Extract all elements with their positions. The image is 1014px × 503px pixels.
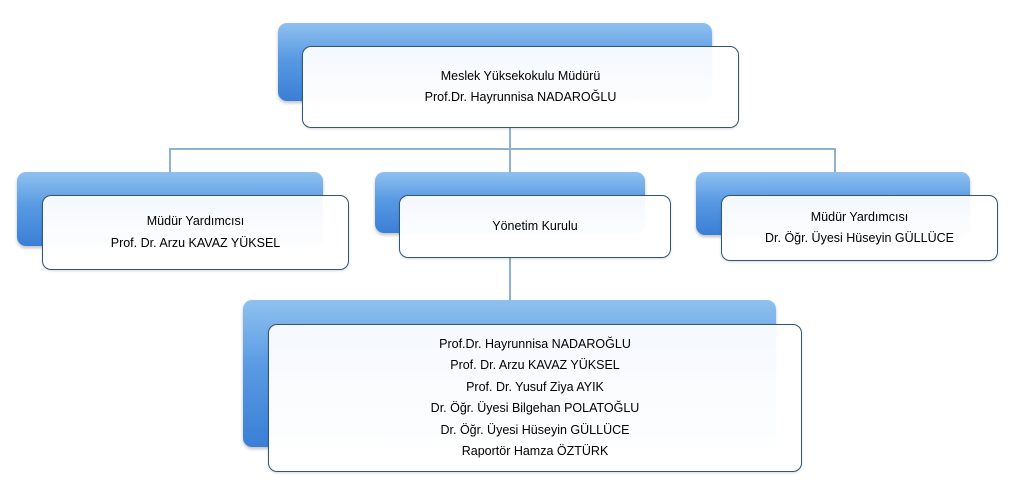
- connector-center-drop: [509, 148, 511, 173]
- connector-board-to-members: [509, 258, 511, 300]
- board-box: Yönetim Kurulu: [399, 195, 671, 258]
- connector-left-drop: [169, 148, 171, 173]
- deputy-left-name: Prof. Dr. Arzu KAVAZ YÜKSEL: [110, 235, 281, 250]
- deputy-left-box: Müdür Yardımcısı Prof. Dr. Arzu KAVAZ YÜ…: [42, 195, 349, 270]
- member-line: Prof. Dr. Arzu KAVAZ YÜKSEL: [450, 358, 620, 372]
- director-role: Meslek Yüksekokulu Müdürü: [440, 68, 601, 83]
- member-line: Dr. Öğr. Üyesi Bilgehan POLATOĞLU: [430, 401, 640, 415]
- deputy-right-name: Dr. Öğr. Üyesi Hüseyin GÜLLÜCE: [765, 231, 954, 245]
- connector-director-down: [509, 128, 511, 149]
- deputy-left-role: Müdür Yardımcısı: [146, 214, 245, 228]
- member-line: Dr. Öğr. Üyesi Hüseyin GÜLLÜCE: [440, 422, 630, 437]
- board-role: Yönetim Kurulu: [492, 218, 578, 233]
- member-line: Raportör Hamza ÖZTÜRK: [461, 444, 609, 458]
- member-line: Prof. Dr. Yusuf Ziya AYIK: [466, 379, 604, 394]
- deputy-right-box: Müdür Yardımcısı Dr. Öğr. Üyesi Hüseyin …: [721, 195, 998, 261]
- director-box: Meslek Yüksekokulu Müdürü Prof.Dr. Hayru…: [302, 46, 739, 128]
- member-line: Prof.Dr. Hayrunnisa NADAROĞLU: [439, 336, 631, 351]
- director-name: Prof.Dr. Hayrunnisa NADAROĞLU: [424, 90, 617, 104]
- connector-horizontal-bar: [169, 148, 836, 150]
- connector-right-drop: [834, 148, 836, 173]
- deputy-right-role: Müdür Yardımcısı: [810, 209, 909, 224]
- members-box: Prof.Dr. Hayrunnisa NADAROĞLU Prof. Dr. …: [268, 324, 802, 472]
